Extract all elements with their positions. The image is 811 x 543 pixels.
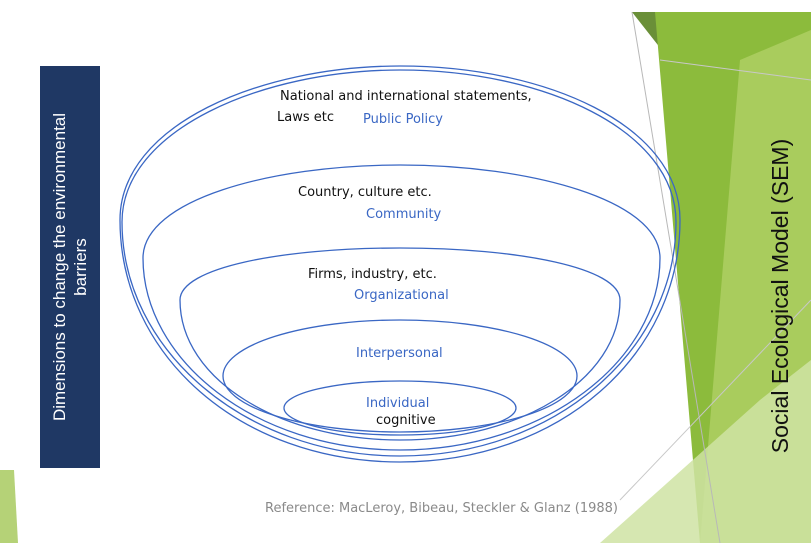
ellipse-interpersonal <box>222 319 578 433</box>
organizational-label: Organizational <box>354 288 449 303</box>
individual-label: Individual <box>366 396 429 411</box>
interpersonal-label: Interpersonal <box>356 346 443 361</box>
community-examples: Country, culture etc. <box>298 185 432 200</box>
public-policy-label: Public Policy <box>363 112 443 127</box>
reference-text: Reference: MacLeroy, Bibeau, Steckler & … <box>265 501 618 516</box>
deco-line-2 <box>659 59 811 81</box>
organizational-examples: Firms, industry, etc. <box>308 267 437 282</box>
deco-line-1 <box>631 11 721 543</box>
ellipse-community <box>142 164 661 451</box>
ellipse-public-policy-inner <box>121 69 677 457</box>
deco-bottom-left-green-sliver <box>0 470 18 543</box>
individual-sublabel: cognitive <box>376 413 436 428</box>
community-label: Community <box>366 207 442 222</box>
sem-ellipses <box>119 65 681 463</box>
side-panel: Dimensions to change the environmental b… <box>40 66 100 468</box>
ellipse-individual <box>283 380 517 436</box>
decorative-green-shapes <box>0 11 811 543</box>
sem-title: Social Ecological Model (SEM) <box>767 139 793 453</box>
public-policy-examples: National and international statements, <box>280 89 532 104</box>
deco-pale-green-shape <box>600 360 811 543</box>
ellipse-organizational <box>179 247 621 441</box>
deco-line-3 <box>619 299 811 501</box>
ellipse-public-policy <box>119 65 681 463</box>
side-panel-text: Dimensions to change the environmental b… <box>50 112 90 422</box>
public-policy-examples-2: Laws etc <box>277 110 334 125</box>
